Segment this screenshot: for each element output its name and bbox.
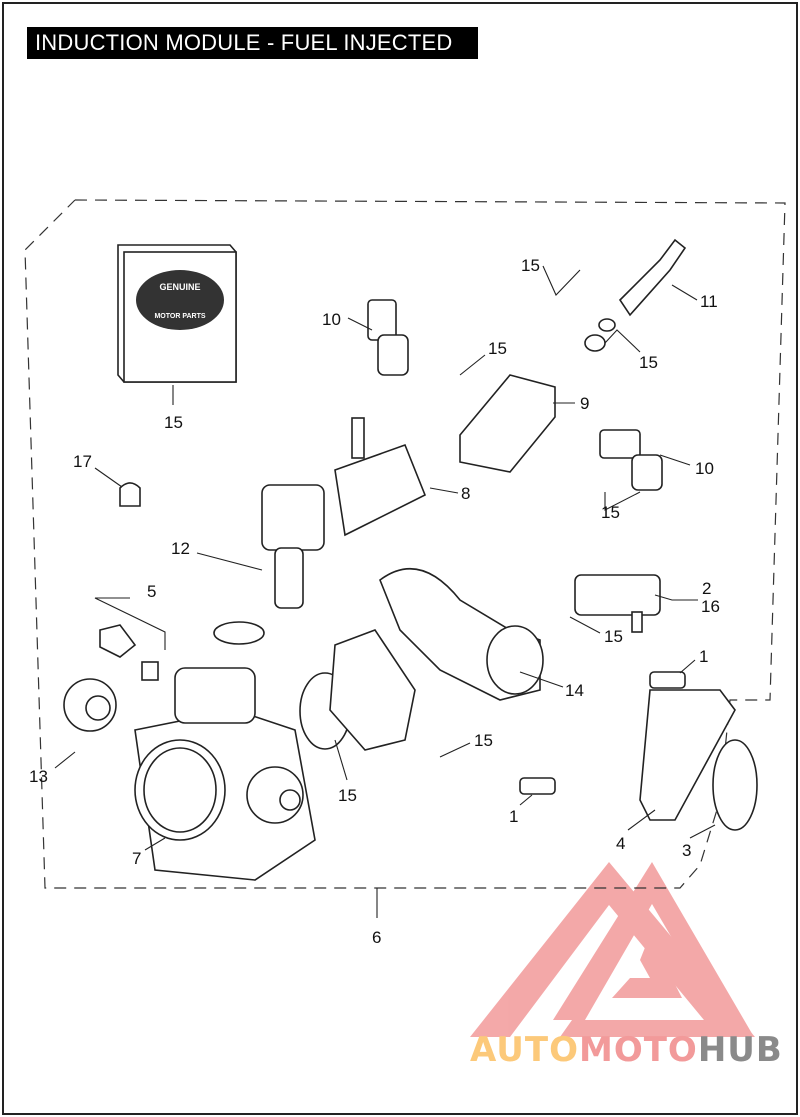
fuel-injector xyxy=(367,299,409,376)
callout-label: 15 xyxy=(601,503,620,522)
callout-label: 12 xyxy=(171,539,190,558)
callout-label: 13 xyxy=(29,767,48,786)
callout-label: 17 xyxy=(73,452,92,471)
callout-label: 15 xyxy=(164,413,183,432)
watermark-logo xyxy=(470,862,755,1037)
callout-label: 15 xyxy=(488,339,507,358)
injector-bracket xyxy=(334,443,427,537)
fuel-line-fitting xyxy=(584,238,687,352)
screw xyxy=(649,671,686,689)
watermark-part-moto: MOTO xyxy=(578,1030,698,1070)
cap-part xyxy=(119,482,141,507)
manifold-flange xyxy=(639,689,736,821)
callout-label: 7 xyxy=(132,849,141,868)
watermark-text: AUTOMOTOHUB xyxy=(470,1030,783,1070)
screw xyxy=(519,777,556,795)
fuel-injector xyxy=(599,429,663,491)
assembly-boundary xyxy=(24,199,786,889)
callout-label: 15 xyxy=(474,731,493,750)
callout-label: 10 xyxy=(322,310,341,329)
kit-brand-subtext: MOTOR PARTS xyxy=(154,313,205,320)
callout-label: 6 xyxy=(372,928,381,947)
parts-kit-box: GENUINE MOTOR PARTS xyxy=(117,244,237,383)
watermark-part-auto: AUTO xyxy=(470,1030,579,1070)
kit-brand-text: GENUINE xyxy=(159,282,200,292)
callout-label: 15 xyxy=(639,353,658,372)
callout-label: 5 xyxy=(147,582,156,601)
callout-label: 10 xyxy=(695,459,714,478)
callout-label: 8 xyxy=(461,484,470,503)
callout-label: 14 xyxy=(565,681,584,700)
watermark-part-hub: HUB xyxy=(697,1030,783,1070)
callout-label: 15 xyxy=(338,786,357,805)
callout-label: 4 xyxy=(616,834,625,853)
callout-label: 11 xyxy=(700,292,718,311)
callout-label: 9 xyxy=(580,394,589,413)
callout-label: 3 xyxy=(682,841,691,860)
callout-label: 2 xyxy=(702,579,711,598)
leader-lines xyxy=(54,265,716,918)
throttle-body xyxy=(134,667,316,881)
throttle-position-sensor xyxy=(63,624,159,732)
idle-air-control-valve xyxy=(213,417,365,645)
map-sensor xyxy=(574,574,661,633)
callout-label: 15 xyxy=(521,256,540,275)
intake-manifold xyxy=(329,567,544,751)
callout-label: 1 xyxy=(699,647,708,666)
fuel-supply-rail xyxy=(459,374,556,473)
callout-label: 15 xyxy=(604,627,623,646)
callout-label: 16 xyxy=(701,597,720,616)
manifold-seal xyxy=(712,739,758,831)
diagram-title: INDUCTION MODULE - FUEL INJECTED xyxy=(27,27,478,59)
callout-label: 1 xyxy=(509,807,518,826)
